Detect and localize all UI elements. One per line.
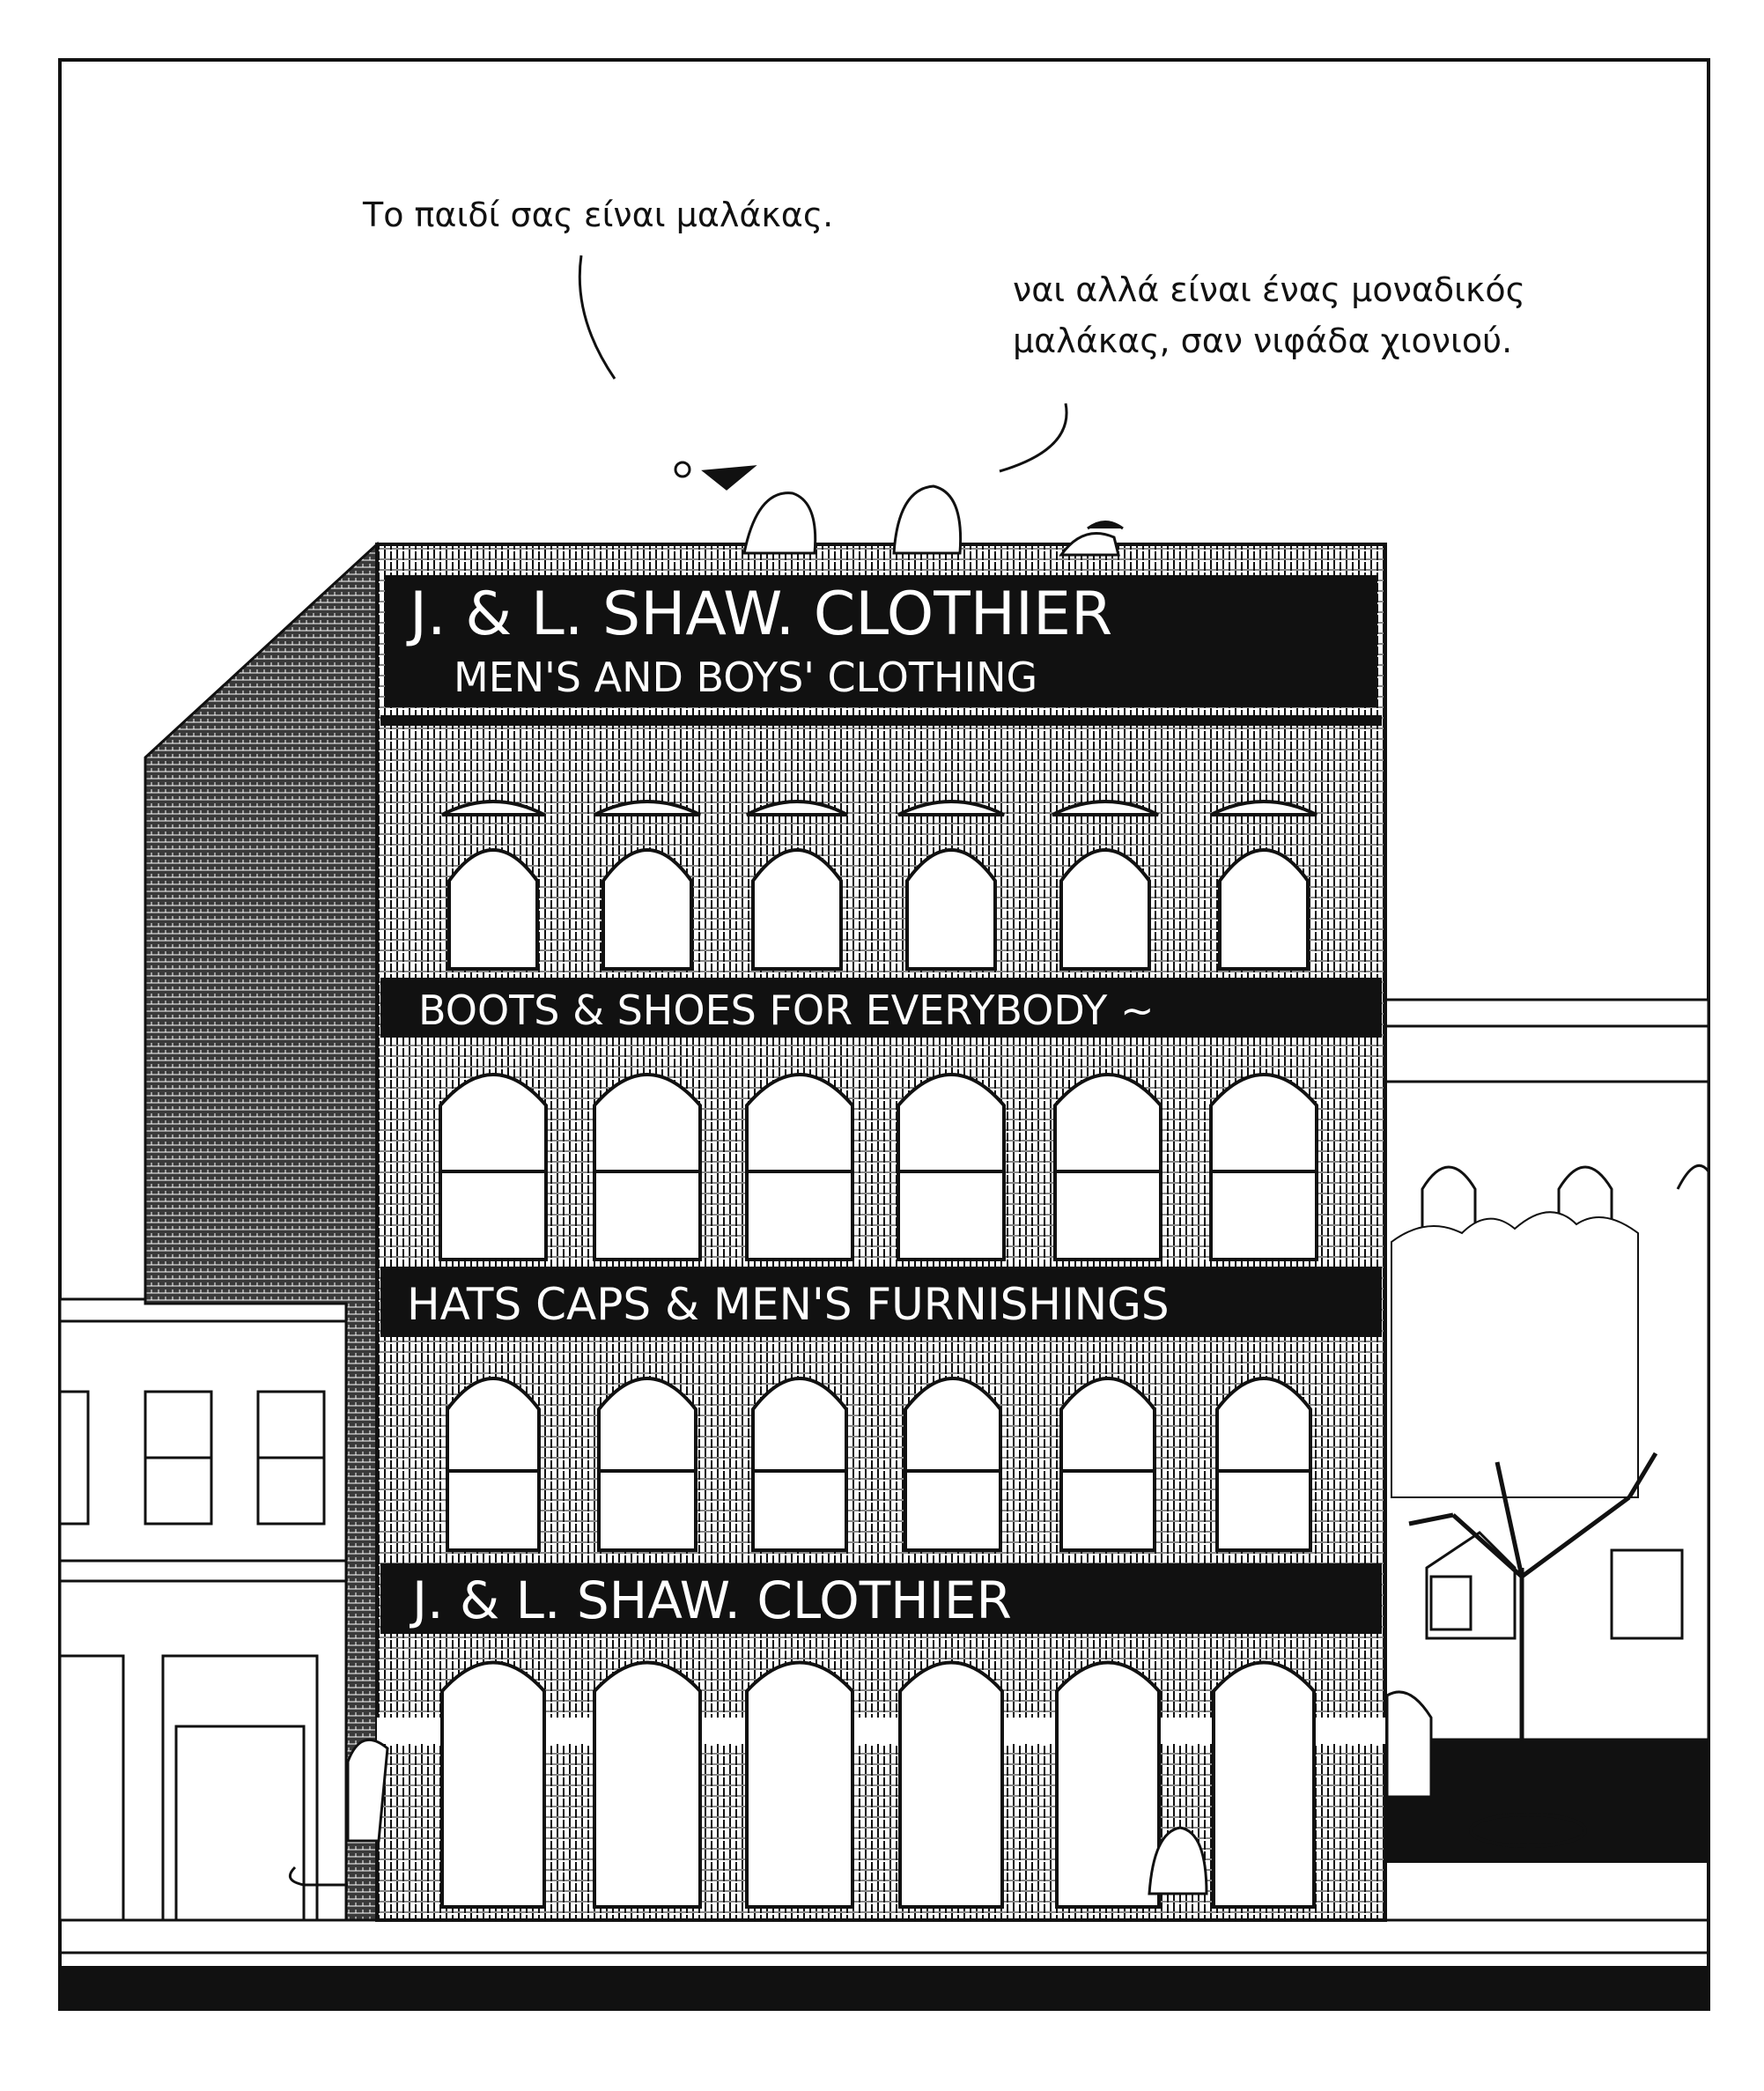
background-building-left [58, 1297, 348, 1922]
speech-balloon-left: Το παιδί σας είναι μαλάκας. [363, 189, 833, 240]
sign-top-panel [385, 575, 1377, 707]
sidewalk [60, 1918, 1709, 2009]
windows-floor-2 [439, 1073, 1318, 1261]
balloon-tail-right [999, 403, 1068, 473]
balloon-left-text: Το παιδί σας είναι μαλάκας. [363, 196, 834, 234]
sign-top-line1: J. & L. SHAW. CLOTHIER [406, 580, 1112, 649]
balloon-tail-left [578, 255, 616, 380]
speech-balloon-right: ναι αλλά είναι ένας μοναδικός μαλάκας, σ… [1013, 264, 1525, 366]
windows-floor-1 [446, 1377, 1312, 1552]
tree [1408, 1452, 1658, 1848]
sign-boots: BOOTS & SHOES FOR EVERYBODY ~ [418, 986, 1155, 1034]
storefront-doors [440, 1660, 1316, 1909]
rooftop-characters [674, 461, 1124, 557]
sign-bottom-panel [380, 1563, 1382, 1634]
sign-bottom: J. & L. SHAW. CLOTHIER [410, 1570, 1012, 1630]
windows-floor-3 [441, 800, 1317, 971]
street-characters [288, 1690, 1433, 1895]
balloon-right-line1: ναι αλλά είναι ένας μοναδικός [1013, 270, 1525, 309]
sign-hats: HATS CAPS & MEN'S FURNISHINGS [407, 1279, 1170, 1330]
sign-top-line2: MEN'S AND BOYS' CLOTHING [454, 654, 1037, 701]
balloon-right-line2: μαλάκας, σαν νιφάδα χιονιού. [1013, 321, 1513, 360]
background-building-right [1384, 998, 1710, 1863]
sign-boots-panel [380, 978, 1382, 1038]
sign-hats-panel [380, 1267, 1382, 1337]
